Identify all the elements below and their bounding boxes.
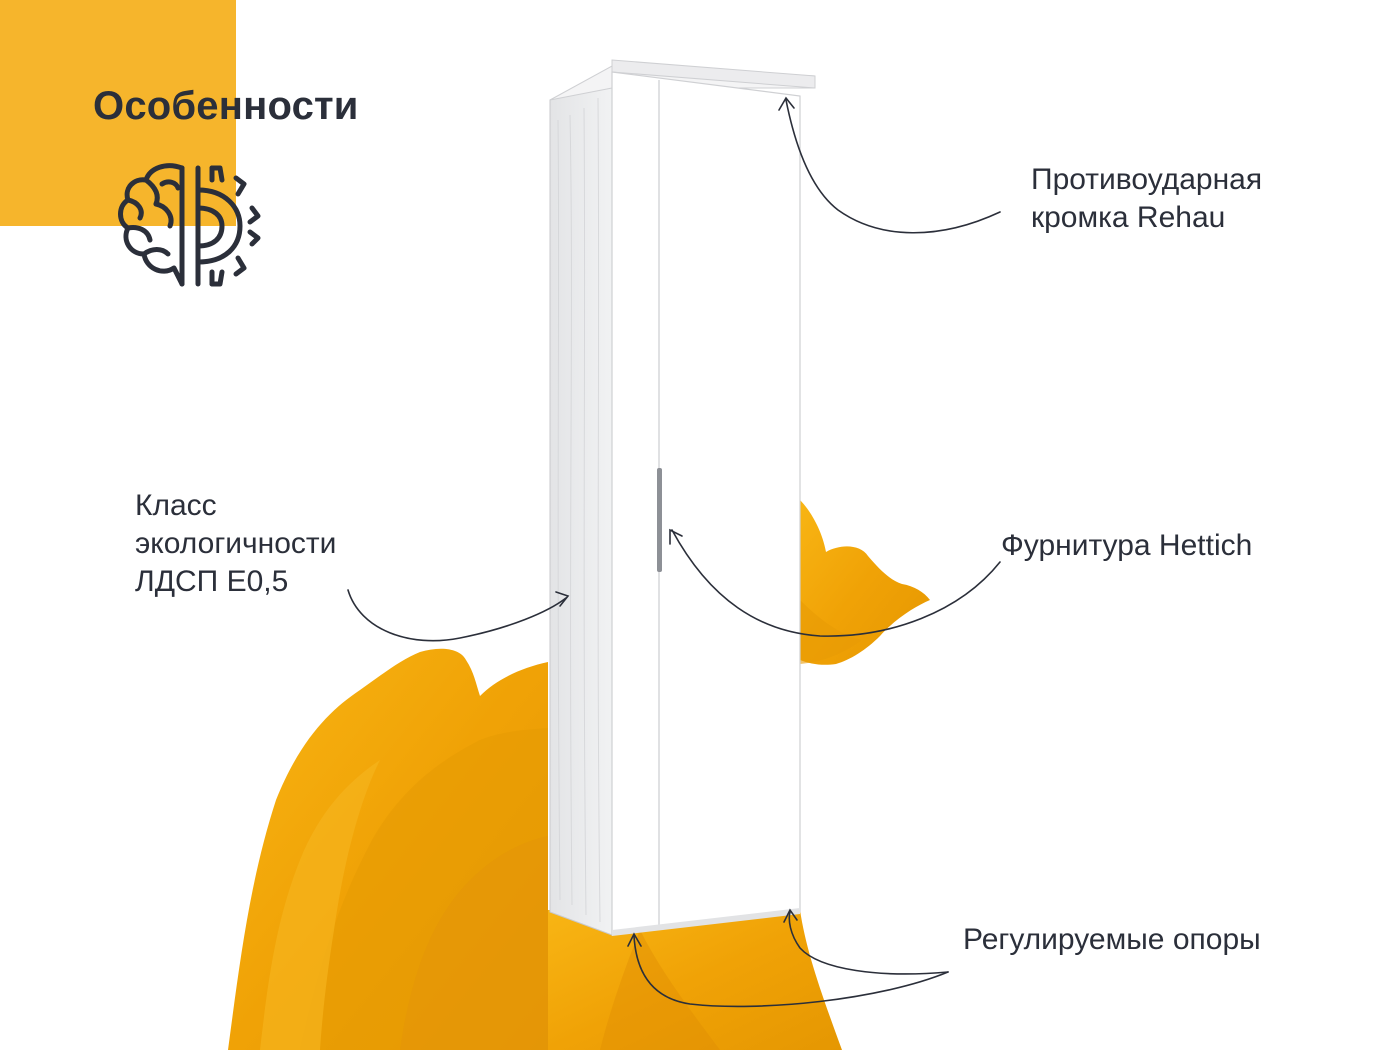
callout-edge: Противоударная кромка Rehau [1031, 161, 1262, 237]
callout-eco: Класс экологичности ЛДСП Е0,5 [135, 487, 336, 601]
callout-feet: Регулируемые опоры [963, 923, 1261, 956]
callout-edge-line2: кромка Rehau [1031, 201, 1226, 234]
callout-eco-line2: экологичности [135, 527, 337, 560]
callout-eco-line3: ЛДСП Е0,5 [135, 565, 289, 598]
brain-gear-icon [118, 163, 261, 287]
callout-edge-line1: Противоударная [1031, 163, 1263, 196]
callout-eco-line1: Класс [135, 489, 217, 522]
page-title: Особенности [93, 84, 359, 128]
callout-hardware: Фурнитура Hettich [1001, 529, 1253, 562]
